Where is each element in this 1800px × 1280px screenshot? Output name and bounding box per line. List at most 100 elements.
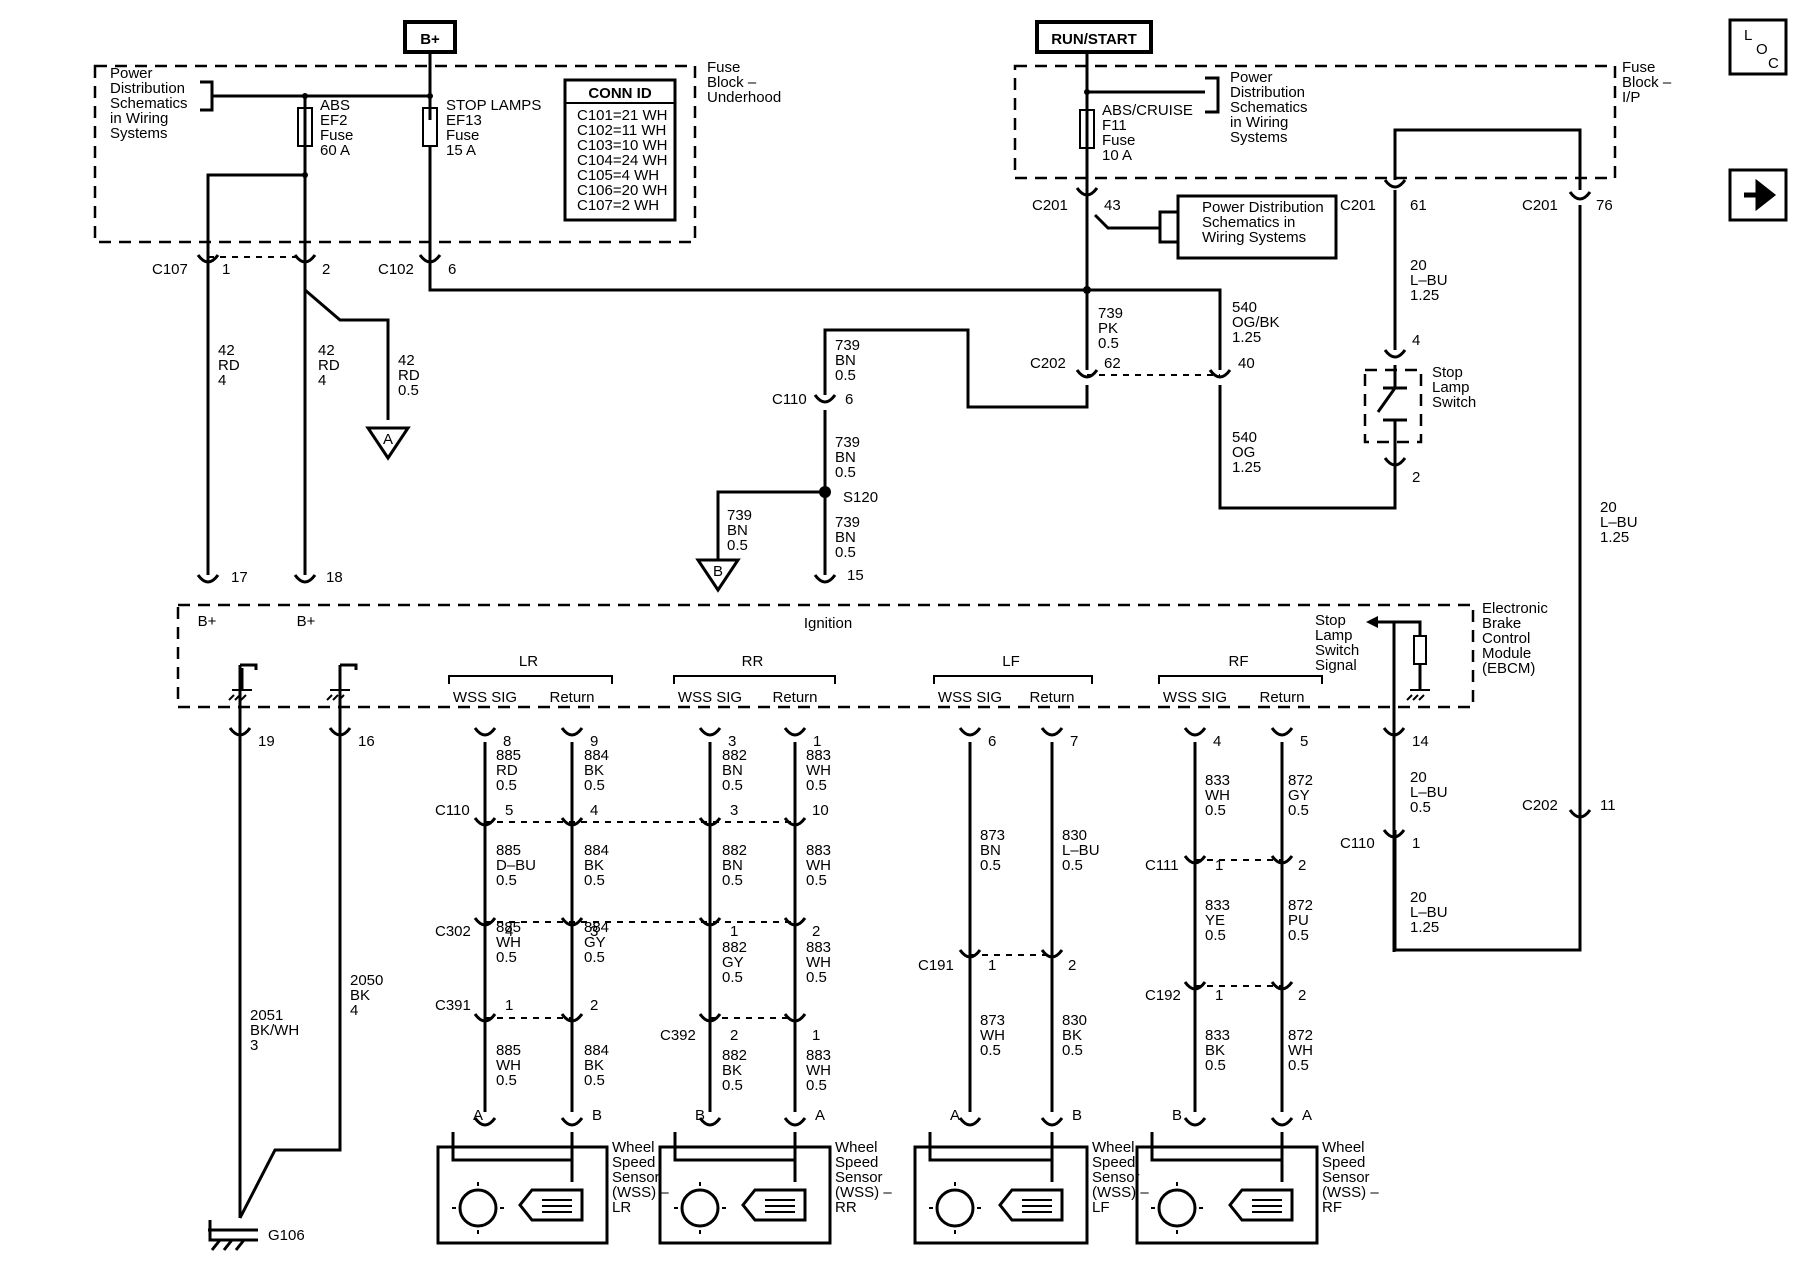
wire-label: 0.5 [722, 969, 743, 986]
wire-label: BN [722, 762, 743, 779]
wire-label: 884 [584, 842, 609, 859]
wire-label: 885 [496, 747, 521, 764]
wire-label: BK [584, 1057, 604, 1074]
wire-label: 830 [1062, 1012, 1087, 1029]
wire-label: RD [398, 367, 420, 384]
wire-label: 884 [584, 747, 609, 764]
ebcm-group-name: LR [519, 653, 538, 670]
connector-cavity [1183, 855, 1207, 865]
pin-label: 4 [590, 802, 598, 819]
connector-cavity [293, 574, 317, 584]
connector-cavity [698, 1117, 722, 1127]
pin-label: 2 [1412, 469, 1420, 486]
wire-label: BK [584, 762, 604, 779]
pd-ref-label: Systems [1230, 129, 1288, 146]
wire-label: 833 [1205, 1027, 1230, 1044]
wire-label: 873 [980, 827, 1005, 844]
wire-label: 540 [1232, 429, 1257, 446]
connector-cavity [1568, 809, 1592, 819]
wire-label: 0.5 [1205, 1057, 1226, 1074]
wire-label: 0.5 [835, 367, 856, 384]
runstart-source: RUN/START [1035, 20, 1153, 54]
pin-label: 1 [1215, 987, 1223, 1004]
connector-cavity [698, 917, 722, 927]
connector-cavity [698, 1013, 722, 1023]
connector-cavity [698, 727, 722, 737]
sensor-magnet-icon [1228, 1188, 1294, 1222]
sensor-label: Wheel [835, 1139, 878, 1156]
fuse-abs-cruise-label: Fuse [1102, 132, 1135, 149]
connector-cavity [783, 1117, 807, 1127]
arrow-right-icon[interactable] [1728, 168, 1788, 222]
svg-text:CONN ID: CONN ID [588, 85, 652, 102]
pd-box-label: Schematics in [1202, 214, 1295, 231]
connector-cavity [783, 917, 807, 927]
sensor-label: Sensor [1092, 1169, 1140, 1186]
sensor-label: (WSS) – [612, 1184, 669, 1201]
wire-label: BN [835, 529, 856, 546]
sensor-label: Sensor [1322, 1169, 1370, 1186]
wire-label: 1.25 [1410, 919, 1439, 936]
pin-label: 4 [1412, 332, 1420, 349]
return-label: Return [1029, 689, 1074, 706]
pin-label: 5 [1300, 733, 1308, 750]
wire-label: 739 [835, 514, 860, 531]
wire-label: L–BU [1410, 904, 1448, 921]
ebcm-label: Module [1482, 645, 1531, 662]
sls-signal-label: Switch [1315, 642, 1359, 659]
wire-label: BN [835, 449, 856, 466]
svg-text:C: C [1768, 55, 1779, 72]
wire-label: 0.5 [1062, 1042, 1083, 1059]
connector-cavity [196, 254, 220, 264]
wire-label: 882 [722, 939, 747, 956]
fuse-abs-label: ABS [320, 97, 350, 114]
sensor-coil-icon [935, 1188, 975, 1228]
stop-lamp-switch[interactable] [1363, 365, 1423, 460]
pin-label: A [950, 1107, 960, 1124]
pin-label: 61 [1410, 197, 1427, 214]
wire-label: 884 [584, 919, 609, 936]
fuse-block-label: Underhood [707, 89, 781, 106]
conn-id-row: C104=24 WH [577, 152, 667, 169]
ground-a-icon [365, 426, 411, 461]
sls-signal-label: Signal [1315, 657, 1357, 674]
connector-cavity [560, 917, 584, 927]
wire-label: 0.5 [806, 872, 827, 889]
connector-cavity [1270, 855, 1294, 865]
wire-label: 0.5 [1205, 927, 1226, 944]
wire-label: YE [1205, 912, 1225, 929]
wire-label: 872 [1288, 772, 1313, 789]
wire-label: 0.5 [496, 1072, 517, 1089]
wire-label: 0.5 [398, 382, 419, 399]
pin-label: 43 [1104, 197, 1121, 214]
pin-label: 19 [258, 733, 275, 750]
pd-ref-label: in Wiring [1230, 114, 1288, 131]
pin-label: 4 [505, 923, 513, 940]
connector-cavity [560, 1013, 584, 1023]
wire-label: WH [496, 934, 521, 951]
wire-label: 883 [806, 842, 831, 859]
wire-label: 885 [496, 842, 521, 859]
sensor-label: Speed [1322, 1154, 1365, 1171]
wire-label: WH [806, 762, 831, 779]
wire-label: RD [496, 762, 518, 779]
sensor-label: Sensor [835, 1169, 883, 1186]
wss-sig-label: WSS SIG [453, 689, 517, 706]
wire-label: PK [1098, 320, 1118, 337]
wire-label: RD [218, 357, 240, 374]
loc-icon[interactable]: LOC [1728, 18, 1788, 76]
wire-label: WH [496, 1057, 521, 1074]
connector-cavity [1382, 727, 1406, 737]
wire-label: 883 [806, 939, 831, 956]
wire-label: BK [350, 987, 370, 1004]
connector-cavity [1568, 191, 1592, 201]
ebcm-bplus-2: B+ [297, 613, 316, 630]
wire-label: BK [722, 1062, 742, 1079]
wire-label: L–BU [1410, 784, 1448, 801]
svg-text:L: L [1744, 27, 1752, 44]
wire-label: 42 [318, 342, 335, 359]
